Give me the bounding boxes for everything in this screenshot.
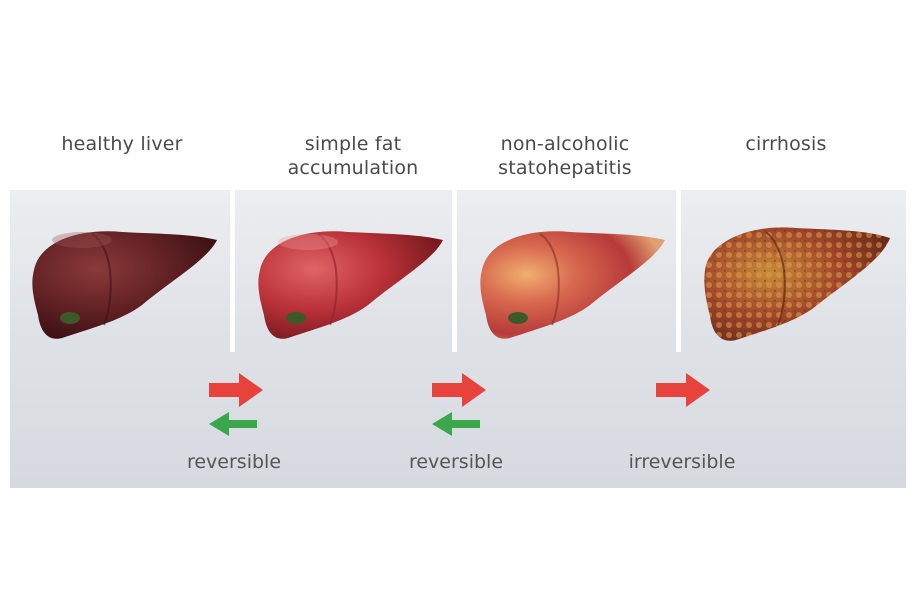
- panel-divider: [452, 190, 457, 352]
- transition-label-irreversible: irreversible: [628, 451, 736, 473]
- forward-arrow-icon: [432, 373, 486, 407]
- nash-liver-illustration: [480, 231, 665, 339]
- fat-accumulation-liver-illustration: [258, 231, 443, 339]
- stage-label-healthy-liver: healthy liver: [61, 133, 183, 155]
- transition-label-reversible: reversible: [186, 451, 282, 473]
- stage-label-cirrhosis: cirrhosis: [745, 133, 827, 155]
- transition-label-reversible: reversible: [408, 451, 504, 473]
- cirrhosis-liver-illustration: [704, 227, 890, 341]
- stage-label-simple-fat-accumulation: simple fat accumulation: [287, 133, 419, 179]
- healthy-liver-illustration: [32, 231, 218, 339]
- panel-divider: [230, 190, 235, 352]
- backward-arrow-icon: [432, 412, 480, 436]
- backward-arrow-icon: [209, 412, 257, 436]
- forward-arrow-icon: [656, 373, 710, 407]
- panel-divider: [676, 190, 681, 352]
- stage-label-nash: non-alcoholic statohepatitis: [498, 133, 632, 179]
- forward-arrow-icon: [209, 373, 263, 407]
